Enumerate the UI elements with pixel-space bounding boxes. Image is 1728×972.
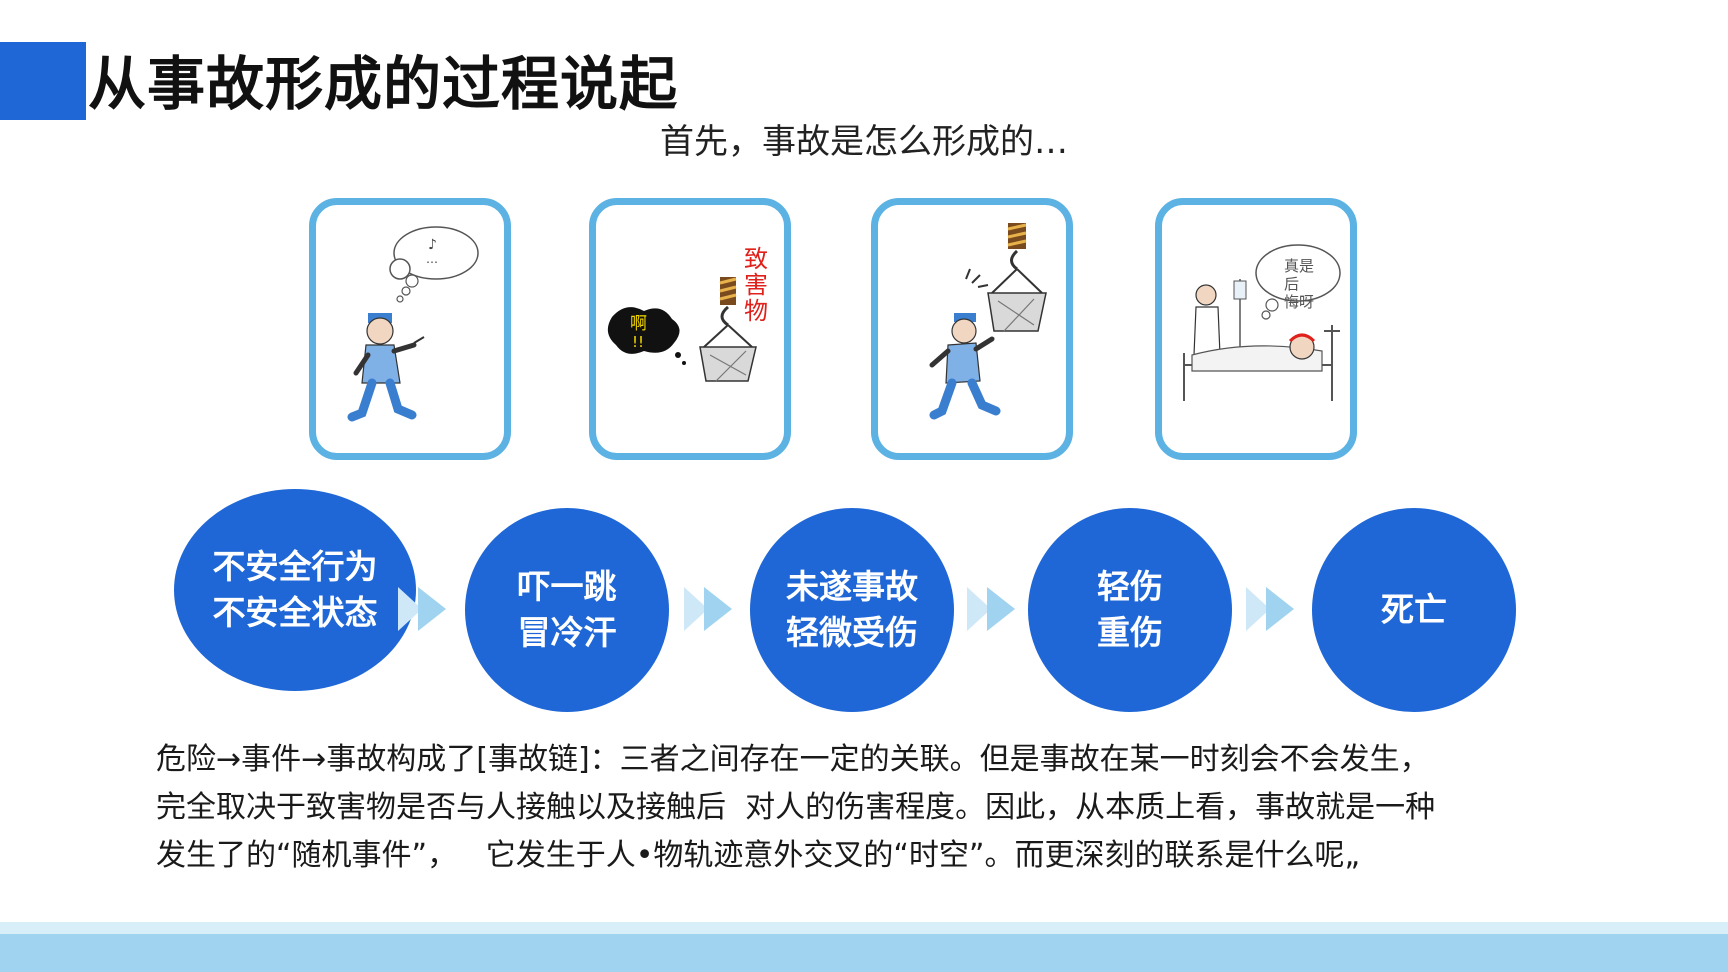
illustration-panel-unsafe-act: ♪ … <box>309 198 511 460</box>
svg-text:悔呀: 悔呀 <box>1284 293 1314 311</box>
footer-strip <box>0 922 1728 934</box>
hazard-label-char: 致 <box>744 245 768 273</box>
stage-circle-injury: 轻伤 重伤 <box>1028 508 1232 712</box>
flow-arrow-icon <box>684 587 732 631</box>
hospital-bed-illustration: 真是 后 悔呀 <box>1183 244 1341 401</box>
worker-struck-illustration <box>929 223 1047 420</box>
stage-circle-near-miss: 未遂事故 轻微受伤 <box>750 508 954 712</box>
description-paragraph: 危险→事件→事故构成了[事故链]：三者之间存在一定的关联。但是事故在某一时刻会不… <box>156 736 1576 880</box>
flow-arrow-icon <box>1246 587 1294 631</box>
svg-text:物: 物 <box>744 297 768 325</box>
worker-smoking-illustration: ♪ … <box>347 226 479 422</box>
stage-circle-death: 死亡 <box>1312 508 1516 712</box>
illustration-panel-injury: 真是 后 悔呀 <box>1155 198 1357 460</box>
svg-text:害: 害 <box>744 271 768 299</box>
stage-line1: 吓一跳 <box>517 567 617 606</box>
illustration-panel-near-miss: 致 害 物 啊 !! <box>589 198 791 460</box>
stage-line2: 不安全状态 <box>212 593 378 632</box>
footer-bar <box>0 934 1728 972</box>
svg-text:♪: ♪ <box>428 237 437 253</box>
description-line: 危险→事件→事故构成了[事故链]：三者之间存在一定的关联。但是事故在某一时刻会不… <box>156 742 1430 777</box>
stage-line2: 重伤 <box>1097 613 1163 652</box>
svg-text:…: … <box>426 252 438 266</box>
description-line: 完全取决于致害物是否与人接触以及接触后 对人的伤害程度。因此，从本质上看，事故就… <box>156 790 1436 825</box>
flow-arrow-icon <box>398 587 446 631</box>
page-title: 从事故形成的过程说起 <box>88 50 679 118</box>
svg-text:后: 后 <box>1284 275 1299 293</box>
stage-circle-unsafe: 不安全行为 不安全状态 <box>174 489 416 691</box>
stage-line1: 未遂事故 <box>786 567 918 606</box>
stage-line2: 冒冷汗 <box>517 613 617 652</box>
stage-circle-startle: 吓一跳 冒冷汗 <box>465 508 669 712</box>
flow-arrow-icon <box>967 587 1015 631</box>
hazard-falling-illustration: 致 害 物 啊 !! <box>607 245 768 382</box>
page-subtitle: 首先，事故是怎么形成的… <box>660 122 1068 162</box>
title-accent-block <box>0 42 86 120</box>
description-line: 发生了的“随机事件”， 它发生于人•物轨迹意外交叉的“时空”。而更深刻的联系是什… <box>156 838 1361 873</box>
svg-text:!!: !! <box>632 333 644 351</box>
svg-text:真是: 真是 <box>1284 257 1314 275</box>
illustration-panel-accident <box>871 198 1073 460</box>
stage-line1: 不安全行为 <box>212 547 378 586</box>
svg-text:啊: 啊 <box>630 314 647 334</box>
stage-line1: 死亡 <box>1381 590 1447 629</box>
stage-line1: 轻伤 <box>1097 567 1163 606</box>
stage-line2: 轻微受伤 <box>786 613 918 652</box>
